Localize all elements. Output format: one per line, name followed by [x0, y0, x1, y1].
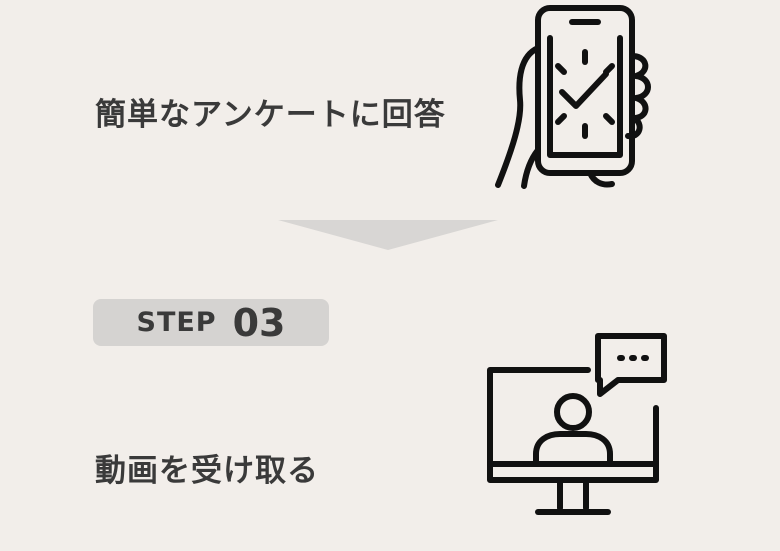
- monitor-user-chat-icon: [487, 333, 667, 515]
- step-number: 03: [232, 300, 286, 345]
- down-arrow: [278, 220, 498, 250]
- hand-phone-check-icon: [495, 5, 651, 189]
- receive-video-text: 動画を受け取る: [95, 453, 319, 489]
- step-label: STEP: [136, 307, 217, 338]
- step-badge: STEP 03: [93, 299, 329, 346]
- answer-survey-text: 簡単なアンケートに回答: [95, 97, 446, 133]
